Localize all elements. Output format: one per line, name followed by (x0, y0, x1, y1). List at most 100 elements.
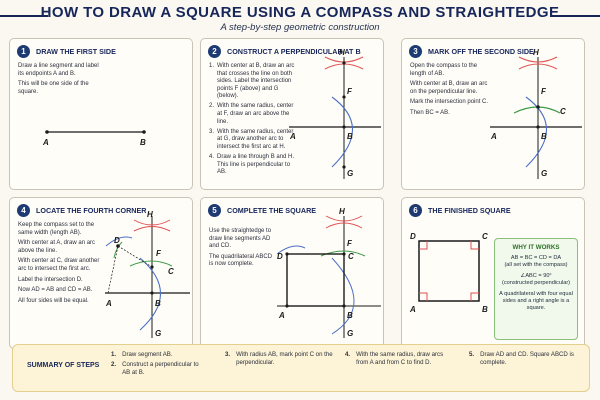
instruction: With the same radius, center at F, draw … (217, 103, 294, 125)
instruction: Label the intersection D. (18, 276, 83, 283)
svg-text:F: F (347, 239, 353, 248)
instruction: With center at C, draw another arc to in… (18, 258, 100, 272)
right-angle-b (470, 292, 479, 301)
page-subtitle: A step-by-step geometric construction (220, 22, 380, 33)
step-number: 1 (17, 44, 30, 58)
svg-text:H: H (533, 48, 539, 57)
instruction: Draw a line through B and H. This line i… (217, 154, 295, 176)
why-it-works-box: WHY IT WORKS AB = BC = CD = DA(all set w… (494, 238, 578, 340)
step-number: 4 (17, 203, 30, 217)
why-line: (constructed perpendicular) (501, 280, 571, 286)
panel-title: CONSTRUCT A PERPENDICULAR AT B (227, 46, 361, 56)
figure-5: A B C D F G H (276, 207, 381, 338)
svg-text:B: B (347, 132, 353, 141)
svg-text:D: D (410, 232, 416, 241)
summary-step: 2.Construct a perpendicular to AB at B. (111, 361, 199, 376)
instruction: With center at A, draw an arc above the … (18, 240, 96, 254)
why-line: A quadrilateral with four equal sides an… (499, 291, 573, 311)
right-angle-d (419, 241, 428, 250)
svg-text:B: B (347, 311, 353, 320)
title-rule-right (552, 15, 600, 17)
svg-text:H: H (147, 210, 153, 219)
instruction: All four sides will be equal. (18, 297, 89, 304)
summary-title: SUMMARY OF STEPS (27, 362, 100, 369)
summary-box: SUMMARY OF STEPS 1.Draw segment AB. 2.Co… (12, 344, 590, 392)
svg-text:C: C (482, 232, 488, 241)
page-title: HOW TO DRAW A SQUARE USING A COMPASS AND… (40, 4, 560, 21)
svg-text:A: A (490, 132, 497, 141)
instruction: This will be one side of the square. (18, 81, 89, 95)
instruction: Then BC = AB. (410, 109, 450, 116)
panel-body: 1.With center at B, draw an arc that cro… (209, 63, 295, 176)
instruction: With center at B, draw an arc that cross… (217, 63, 295, 100)
right-angle-a (419, 292, 428, 301)
svg-text:G: G (541, 169, 547, 178)
instruction: Now AD = AB and CD = AB. (18, 287, 93, 294)
finished-square (418, 240, 480, 302)
panel-6: 6 THE FINISHED SQUARE D C A B WHY IT WORK… (401, 197, 585, 349)
svg-text:H: H (339, 207, 345, 216)
panel-title: MARK OFF THE SECOND SIDE (428, 46, 534, 56)
step-number: 6 (409, 203, 422, 217)
arc-from-a (105, 236, 133, 247)
instruction: With center at B, draw an arc on the per… (410, 81, 488, 95)
figure-1: A B (42, 130, 146, 147)
panel-body: Keep the compass set to the same width (… (18, 222, 104, 308)
summary-step: 4.With the same radius, draw arcs from A… (345, 351, 444, 366)
step-number: 2 (208, 44, 221, 58)
svg-text:H: H (339, 48, 345, 57)
panel-4: 4 LOCATE THE FOURTH CORNER Keep the compa… (9, 197, 193, 349)
summary-step: 1.Draw segment AB. (111, 351, 173, 358)
figure-4: A B C D F G H (105, 210, 190, 338)
right-angle-c (470, 241, 479, 250)
square-abcd (286, 253, 345, 307)
panel-title: LOCATE THE FOURTH CORNER (36, 205, 147, 215)
summary-step: 3.With radius AB, mark point C on the pe… (225, 351, 333, 366)
svg-text:F: F (156, 249, 162, 258)
svg-text:F: F (541, 87, 547, 96)
svg-text:A: A (409, 305, 416, 314)
why-title: WHY IT WORKS (512, 244, 560, 251)
instruction: Keep the compass set to the same width (… (18, 222, 95, 236)
svg-text:C: C (168, 267, 174, 276)
summary-step: 5.Draw AD and CD. Square ABCD is complet… (469, 351, 574, 366)
arc-from-c (113, 241, 123, 259)
svg-text:G: G (347, 169, 353, 178)
svg-text:D: D (114, 236, 120, 245)
figure-6: D C A B (409, 232, 488, 314)
svg-text:D: D (277, 252, 283, 261)
instruction: With the same radius, center at G, draw … (217, 128, 294, 150)
why-line: ∠ABC = 90° (520, 273, 552, 279)
point-b (142, 130, 146, 134)
panel-1: 1 DRAW THE FIRST SIDE Draw a line segment… (9, 38, 193, 190)
instruction: Use the straightedge to draw line segmen… (209, 228, 272, 250)
svg-text:C: C (560, 107, 566, 116)
panel-body: Open the compass to the length of AB. Wi… (410, 63, 490, 121)
svg-text:B: B (155, 299, 161, 308)
svg-text:G: G (347, 329, 353, 338)
panel-body: Use the straightedge to draw line segmen… (209, 228, 273, 272)
instruction: The quadrilateral ABCD is now complete. (209, 253, 273, 268)
why-line: (all set with the compass) (504, 262, 568, 268)
svg-text:B: B (541, 132, 547, 141)
panel-5: 5 COMPLETE THE SQUARE Use the straightedg… (200, 197, 384, 349)
svg-text:F: F (347, 87, 353, 96)
step-number: 5 (208, 203, 221, 217)
svg-text:G: G (155, 329, 161, 338)
why-line: AB = BC = CD = DA (510, 255, 562, 261)
svg-text:B: B (482, 305, 488, 314)
svg-text:A: A (105, 299, 112, 308)
figure-2: A B F G H (289, 48, 381, 179)
panel-title: COMPLETE THE SQUARE (227, 205, 317, 215)
panel-title: THE FINISHED SQUARE (428, 205, 511, 215)
svg-text:A: A (278, 311, 285, 320)
point-a (45, 130, 49, 134)
instruction: Open the compass to the length of AB. (410, 63, 478, 77)
instruction: Draw a line segment and label its endpoi… (18, 63, 99, 77)
arc-b (331, 96, 354, 168)
svg-text:C: C (348, 252, 354, 261)
panel-title: DRAW THE FIRST SIDE (36, 46, 116, 56)
svg-text:A: A (289, 132, 296, 141)
panel-body: Draw a line segment and label its endpoi… (18, 63, 102, 99)
